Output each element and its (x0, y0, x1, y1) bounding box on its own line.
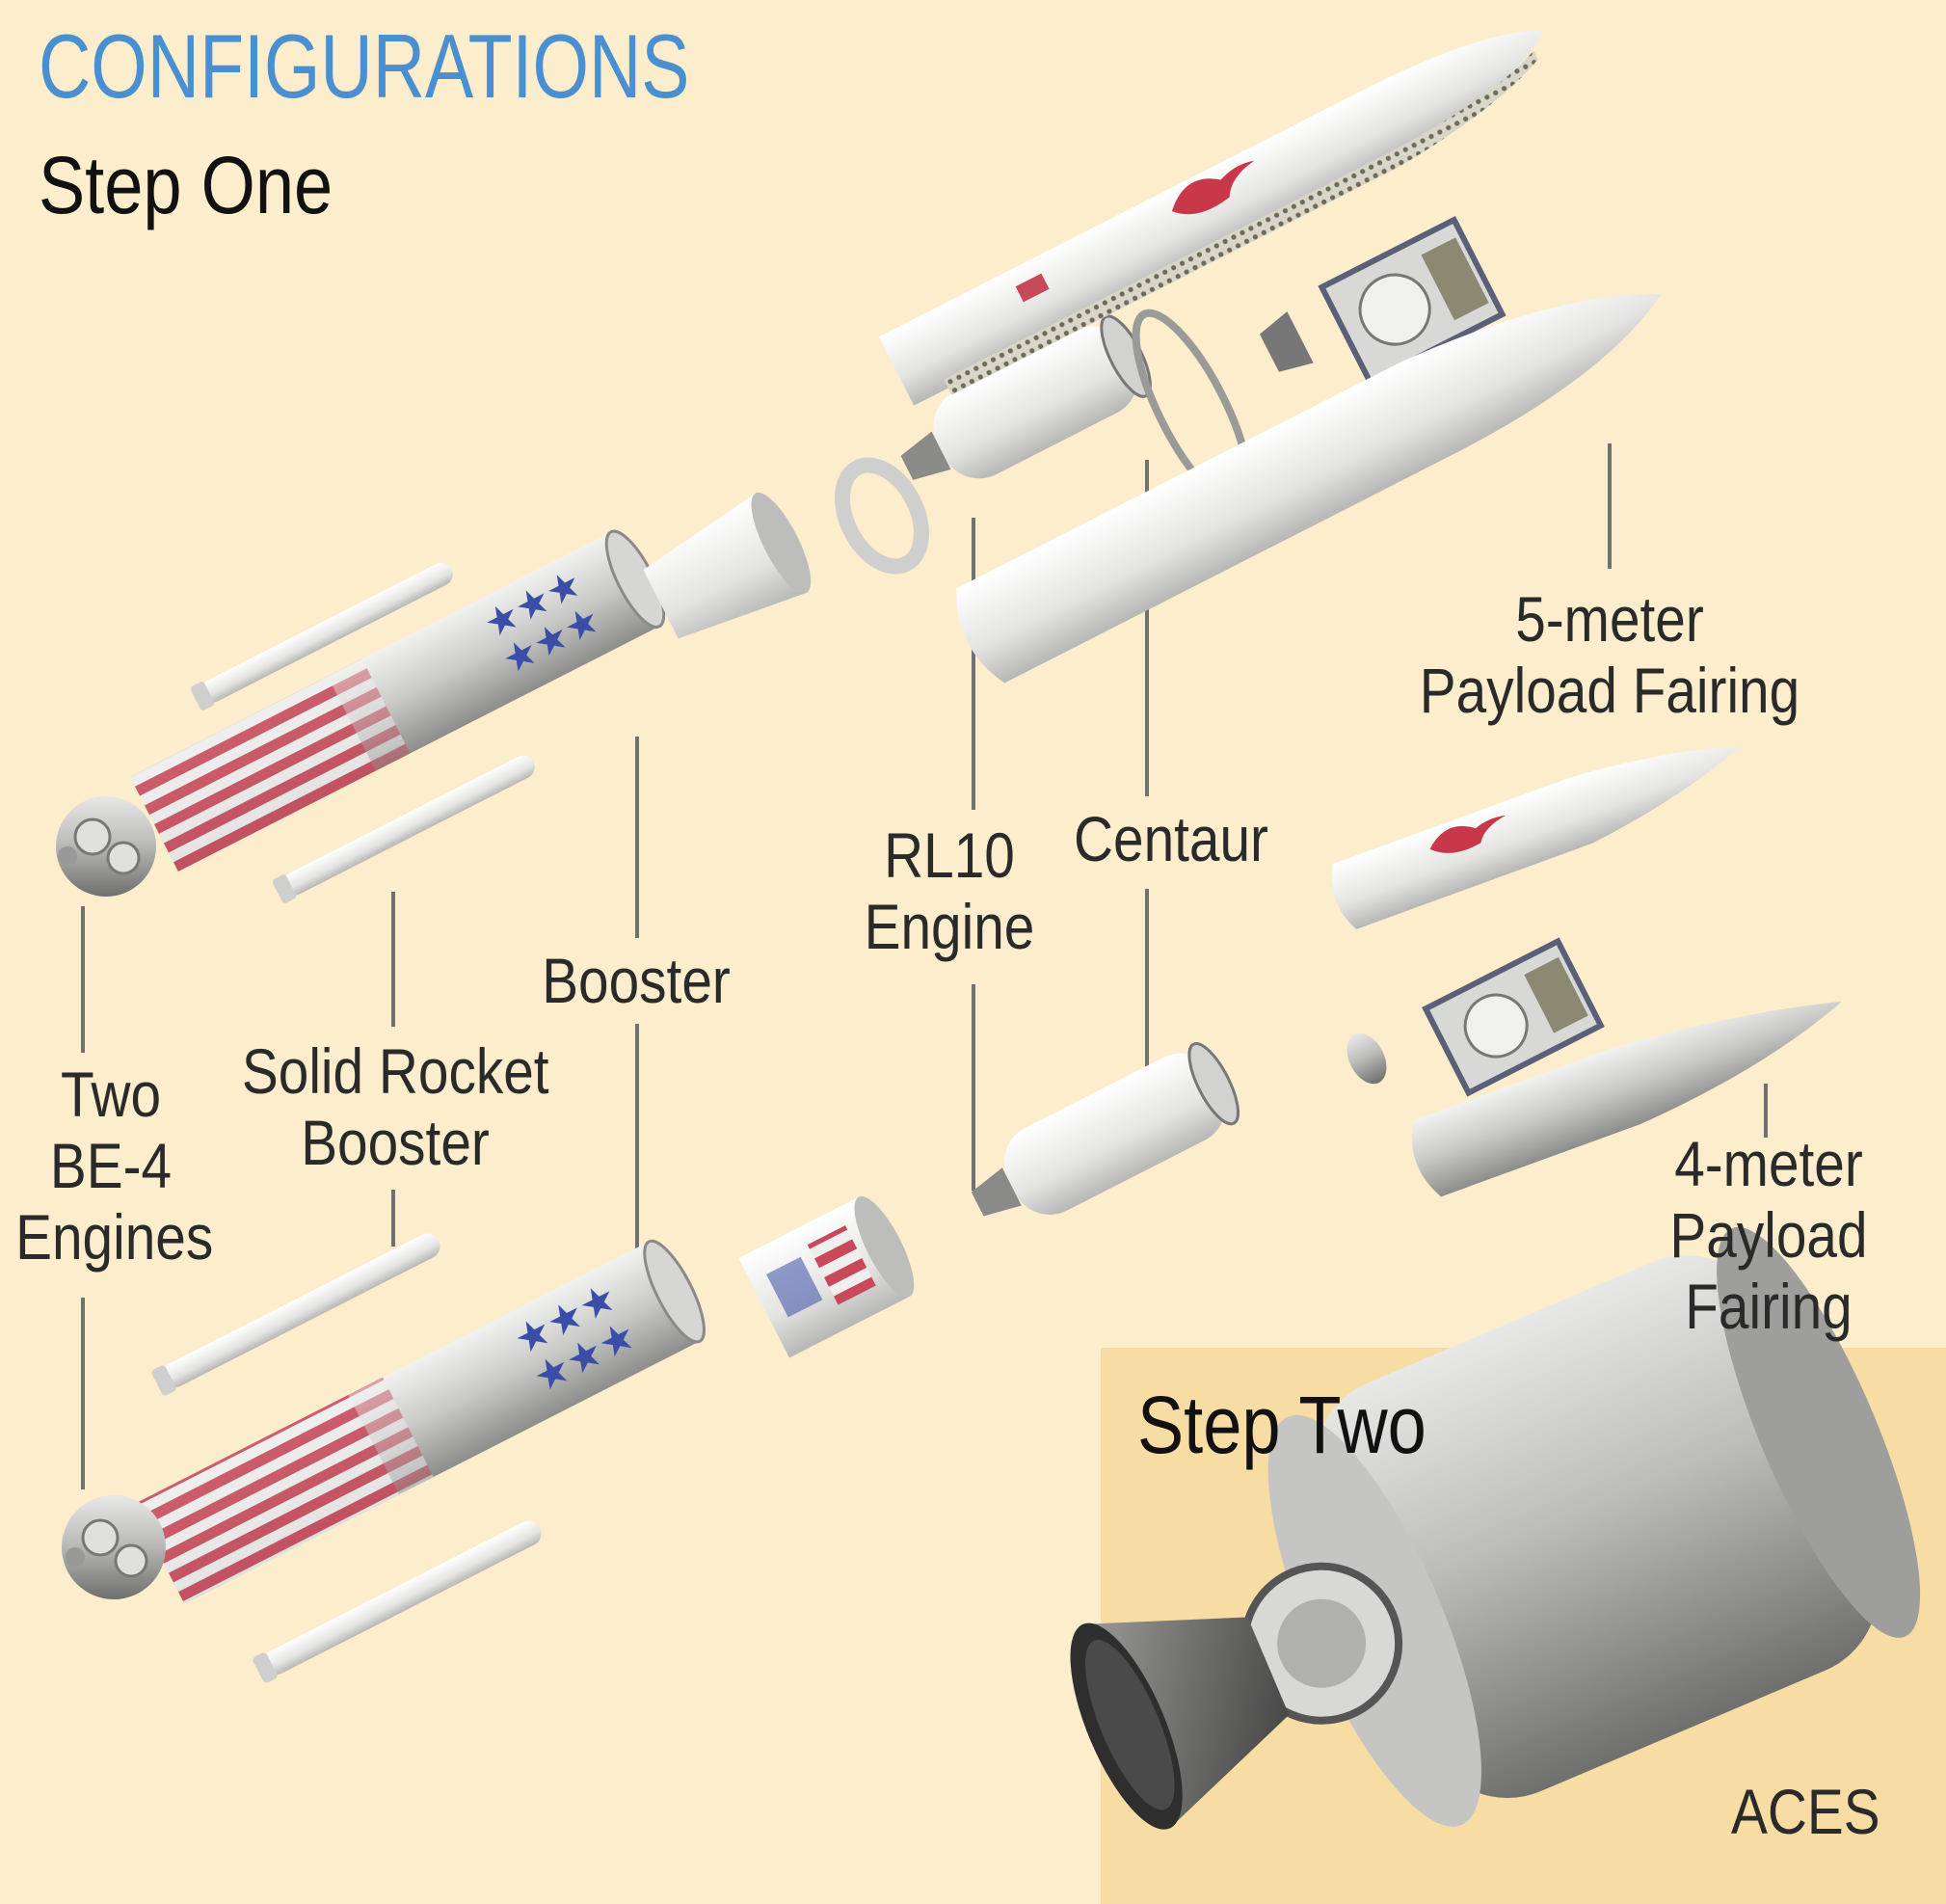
label-be4-line-1: Two (60, 1059, 162, 1130)
fairing-5m-lower-half (956, 294, 1662, 684)
label-4m-fairing-line-3: Fairing (1685, 1271, 1853, 1342)
fairing-4m-lower-half (1411, 1001, 1842, 1197)
label-5m-fairing-line-1: 5-meter (1515, 583, 1704, 655)
adapter-ring-upper (835, 457, 929, 575)
srb-lower-1 (151, 1233, 440, 1396)
label-be4-engines: Two BE-4 Engines (15, 1059, 214, 1273)
booster-lower: ★★★ ★★★ (133, 1239, 706, 1604)
label-rl10-engine: RL10 Engine (854, 819, 1045, 962)
srb-lower-2 (253, 1520, 542, 1683)
label-srb-line-2: Booster (301, 1107, 490, 1178)
satellite-upper (1318, 216, 1506, 386)
page-title: CONFIGURATIONS (39, 15, 690, 117)
step-two-heading: Step Two (1137, 1380, 1426, 1470)
label-be4-line-2: BE-4 (49, 1130, 173, 1201)
label-4m-fairing: 4-meter Payload Fairing (1661, 1128, 1877, 1342)
be4-engines-lower (62, 1495, 166, 1599)
label-5m-fairing: 5-meter Payload Fairing (1402, 583, 1817, 726)
step-one-heading: Step One (39, 140, 333, 230)
be4-engines-upper (56, 796, 156, 897)
lower-stack: ★★★ ★★★ (62, 745, 1842, 1683)
fairing-5m-upper-half (878, 30, 1545, 406)
label-5m-fairing-line-2: Payload Fairing (1419, 655, 1800, 726)
srb-upper-1 (190, 562, 453, 711)
label-rl10-line-2: Engine (864, 891, 1035, 962)
label-4m-fairing-line-1: 4-meter (1674, 1128, 1863, 1199)
aces-stage (1070, 1226, 1921, 1830)
label-be4-line-3: Engines (15, 1201, 214, 1273)
label-solid-rocket-booster: Solid Rocket Booster (241, 1035, 549, 1178)
satellite-lower (1422, 937, 1605, 1097)
label-aces: ACES (1731, 1776, 1880, 1847)
fairing-4m-upper-half (1331, 745, 1742, 929)
centaur-lower (971, 1042, 1240, 1217)
payload-adapter-lower (1346, 1032, 1387, 1085)
label-4m-fairing-line-2: Payload (1669, 1199, 1868, 1271)
label-srb-line-1: Solid Rocket (241, 1035, 549, 1107)
upper-stack: ★★★ ★★★ (56, 30, 1662, 903)
label-booster: Booster (542, 945, 731, 1016)
label-rl10-line-1: RL10 (884, 819, 1015, 891)
payload-adapter-upper (1259, 311, 1314, 372)
interstage-upper (643, 492, 812, 639)
srb-upper-2 (272, 755, 535, 903)
booster-upper: ★★★ ★★★ (130, 529, 666, 872)
interstage-lower (738, 1195, 915, 1358)
label-centaur: Centaur (1074, 803, 1268, 874)
